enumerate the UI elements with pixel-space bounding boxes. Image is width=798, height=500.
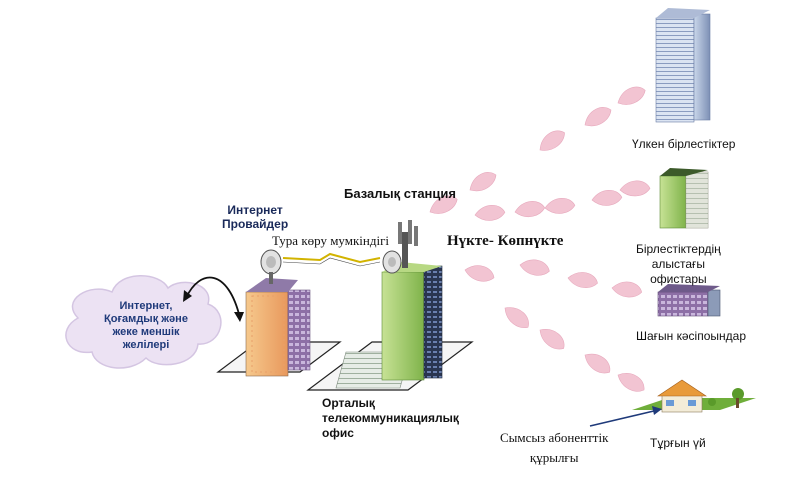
central-office-line3: офис — [322, 426, 354, 440]
base-station-label: Базалық станция — [344, 186, 456, 201]
isp-label-line1: Интернет — [227, 203, 283, 217]
subscriber-device-label: Сымсыз абоненттік құрылғы — [500, 428, 608, 468]
central-office-line2: телекоммуникациялық — [322, 411, 459, 425]
cloud-label-line4: желілері — [122, 339, 170, 351]
remote-offices-line2: алыстағы — [651, 257, 706, 271]
subscriber-device-arrow — [589, 406, 662, 427]
cloud-label-line1: Интернет, — [119, 300, 173, 312]
large-enterprise-tower — [655, 8, 711, 123]
small-business-building — [657, 284, 721, 317]
isp-label-line2: Провайдер — [222, 217, 289, 231]
large-enterprises-label: Үлкен бірлестіктер — [632, 137, 736, 151]
base-station-building — [381, 220, 443, 381]
central-office-label: Орталық телекоммуникациялық офис — [322, 396, 459, 441]
point-multipoint-label: Нүкте- Көпнүкте — [447, 233, 564, 249]
subscriber-device-line2: құрылғы — [529, 450, 579, 465]
cloud-label-line2: Қоғамдық және — [104, 313, 188, 325]
isp-label: Интернет Провайдер — [222, 203, 288, 231]
cloud-isp-link-arrow — [183, 276, 244, 322]
subscriber-device-line1: Сымсыз абоненттік — [500, 430, 609, 445]
residential-label: Тұрғын үй — [650, 436, 706, 450]
isp-building — [216, 278, 342, 377]
isp-dish-antenna — [260, 249, 282, 284]
internet-cloud — [65, 275, 222, 369]
base-station-dish — [382, 250, 402, 274]
line-of-sight-link — [282, 252, 381, 267]
central-office-line1: Орталық — [322, 396, 375, 410]
remote-offices-line1: Бірлестіктердің — [636, 242, 721, 256]
cloud-label-line3: жеке меншік — [112, 326, 180, 338]
remote-offices-line3: офистары — [650, 272, 707, 286]
remote-offices-label: Бірлестіктердің алыстағы офистары — [636, 242, 721, 287]
remote-office-building — [659, 168, 709, 229]
cloud-label: Интернет, Қоғамдық және жеке меншік желі… — [86, 300, 206, 352]
line-of-sight-label: Тура көру мумкіндігі — [272, 233, 390, 248]
residential-house — [632, 379, 756, 413]
small-business-label: Шағын кәсіпоындар — [636, 329, 746, 343]
